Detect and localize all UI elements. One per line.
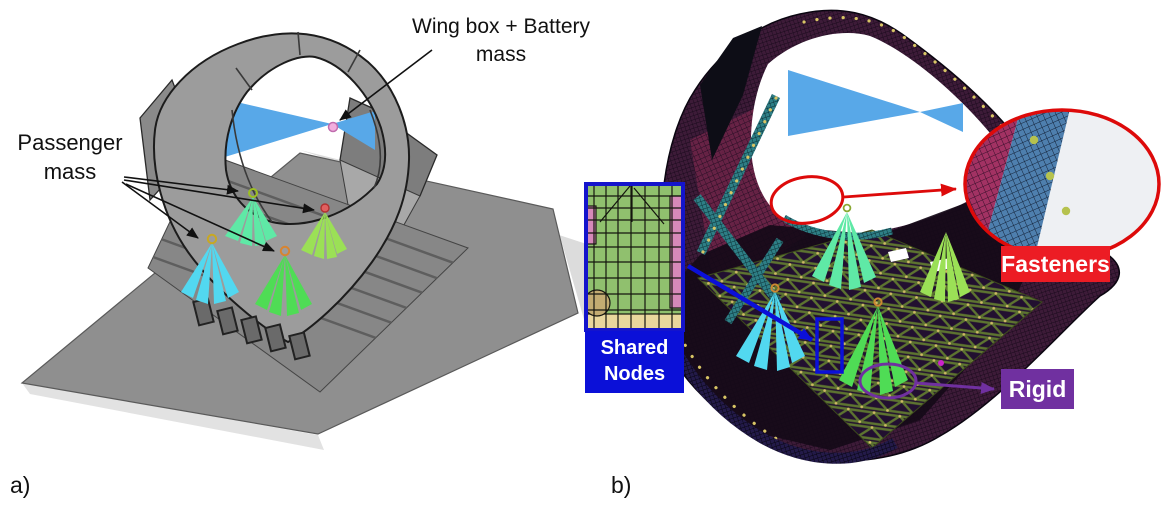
fastener-detail-circle — [963, 108, 1161, 260]
ground-shadow-front — [22, 383, 324, 450]
panel-a-cad-model — [20, 31, 620, 450]
floor-gap-1 — [888, 248, 909, 262]
rigid-arrow — [915, 381, 995, 394]
passenger-cone-mint-b — [812, 203, 876, 290]
passenger-cone-cyan — [181, 233, 239, 304]
passenger-cone-green-b — [839, 297, 908, 395]
caption-a: a) — [10, 472, 31, 498]
wing-box-shape-b — [788, 70, 963, 136]
shared-nodes-target-rect — [815, 317, 844, 374]
passenger-mass-arrows — [121, 176, 315, 252]
passenger-cone-yellow-green — [301, 203, 347, 259]
wing-box-shape — [215, 97, 375, 160]
fastener-arrow — [843, 183, 957, 199]
passenger-cone-yellow-green-b — [920, 232, 970, 302]
rigid-callout-ellipse — [858, 362, 918, 400]
rigid-label: Rigid — [1001, 369, 1074, 409]
shared-nodes-inset — [584, 182, 685, 332]
fasteners-label: Fasteners — [1001, 246, 1110, 282]
frame-ribs — [231, 31, 382, 223]
passenger-cone-cyan-b — [736, 283, 805, 371]
passenger-cone-green — [255, 245, 312, 316]
magenta-node-dot — [938, 360, 944, 366]
wing-box-mass-marker — [327, 121, 339, 133]
shared-nodes-label: Shared Nodes — [585, 331, 684, 393]
side-panel-dark-wedge — [700, 26, 762, 160]
fastener-callout-ellipse — [769, 175, 845, 225]
passenger-cone-mint — [225, 188, 277, 246]
passenger-mass-label: Passenger mass — [17, 130, 123, 185]
fuselage-frame — [153, 32, 411, 344]
inset-mesh-lines — [586, 184, 683, 330]
wing-box-arrow — [339, 49, 433, 121]
wing-box-battery-label: Wing box + Battery mass — [412, 15, 590, 66]
caption-b: b) — [611, 472, 632, 498]
panel-b-fem-model — [584, 9, 1161, 464]
shared-nodes-arrow — [686, 264, 814, 342]
floor-truss-detail — [192, 297, 311, 361]
